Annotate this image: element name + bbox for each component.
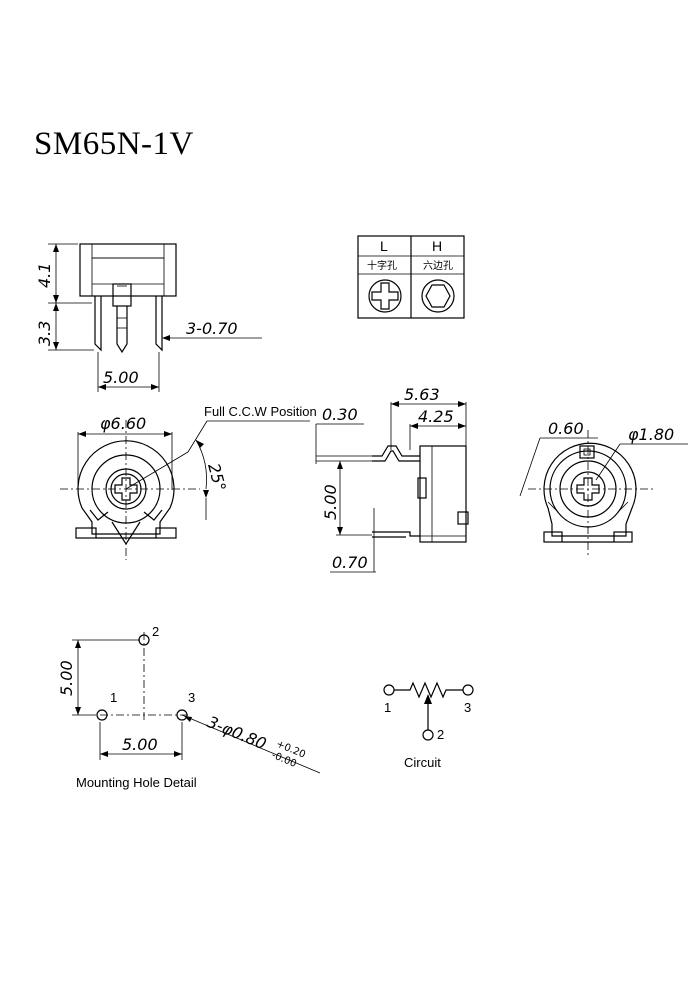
side-dim-body: 4.25: [418, 407, 454, 426]
back-dim-hole: φ1.80: [628, 425, 674, 444]
circuit-terminal-3: [462, 684, 474, 696]
mount-dim-horizontal: 5.00: [122, 735, 158, 754]
slot-type-cross: 十字孔: [367, 259, 397, 272]
top-view: φ6.60 Full C.C.W Position 25°: [60, 404, 317, 560]
front-dim-pins: 3-0.70: [186, 319, 238, 338]
front-dim-pitch: 5.00: [103, 368, 139, 387]
drawing-title: SM65N-1V: [34, 126, 194, 162]
slot-header-l: L: [380, 238, 388, 254]
circuit-pin-label-2: 2: [437, 727, 444, 742]
mount-hole-2: [138, 634, 150, 646]
front-pin-1: [94, 296, 102, 352]
side-body: [419, 445, 467, 543]
circuit-terminal-2: [422, 729, 434, 741]
side-dim-thickness: 0.30: [322, 405, 358, 424]
side-dim-length: 5.63: [404, 385, 440, 404]
slot-type-hex: 六边孔: [423, 260, 453, 272]
slot-header-h: H: [432, 238, 442, 254]
cross-slot-icon: [368, 279, 402, 313]
front-dim-height-bottom: 3.3: [35, 321, 54, 346]
top-dim-angle: 25°: [204, 461, 230, 493]
side-dim-height: 5.00: [321, 484, 340, 520]
side-dim-pin: 0.70: [332, 553, 368, 572]
mount-dim-vertical: 5.00: [57, 660, 76, 696]
circuit-terminal-1: [383, 684, 395, 696]
side-view: 5.63 4.25 0.30 5.00 0.70: [315, 385, 469, 573]
mount-pin-label-2: 2: [152, 624, 159, 639]
front-body-top: [91, 243, 165, 259]
mount-hole-1: [96, 709, 108, 721]
front-rotor: [112, 283, 132, 307]
top-dim-diameter: φ6.60: [100, 414, 146, 433]
circuit-diagram: 1 2 3 Circuit: [383, 681, 474, 770]
circuit-pin-label-1: 1: [384, 700, 391, 715]
front-pin-2: [116, 306, 128, 354]
mount-hole-3: [176, 709, 188, 721]
back-body-outline: [543, 442, 637, 537]
top-body-outline: [77, 440, 175, 535]
front-dim-height-top: 4.1: [35, 263, 54, 288]
slot-table: L H 十字孔 六边孔: [357, 235, 465, 319]
mount-hole-spec: 3-φ0.80: [204, 712, 269, 753]
circuit-resistor: [394, 681, 463, 699]
mount-caption: Mounting Hole Detail: [76, 775, 197, 790]
front-body: [79, 243, 177, 297]
top-position-label: Full C.C.W Position: [204, 404, 317, 419]
circuit-pin-label-3: 3: [464, 700, 471, 715]
back-view: 0.60 φ1.80: [519, 419, 688, 556]
hex-slot-icon: [421, 279, 455, 313]
circuit-caption: Circuit: [404, 755, 441, 770]
mounting-hole-detail: 5.00 1 2 3 5.00 3-φ0.80 +0.20 -0.00 Moun…: [57, 624, 321, 790]
side-lead-bottom: [372, 531, 420, 537]
side-lead-top: [372, 445, 420, 457]
front-pin-3: [155, 296, 163, 352]
mount-pin-label-1: 1: [110, 690, 117, 705]
back-dim-slot: 0.60: [548, 419, 584, 438]
mount-pin-label-3: 3: [188, 690, 195, 705]
front-view: 4.1 3.3 3-0.70 5.00: [35, 243, 262, 392]
